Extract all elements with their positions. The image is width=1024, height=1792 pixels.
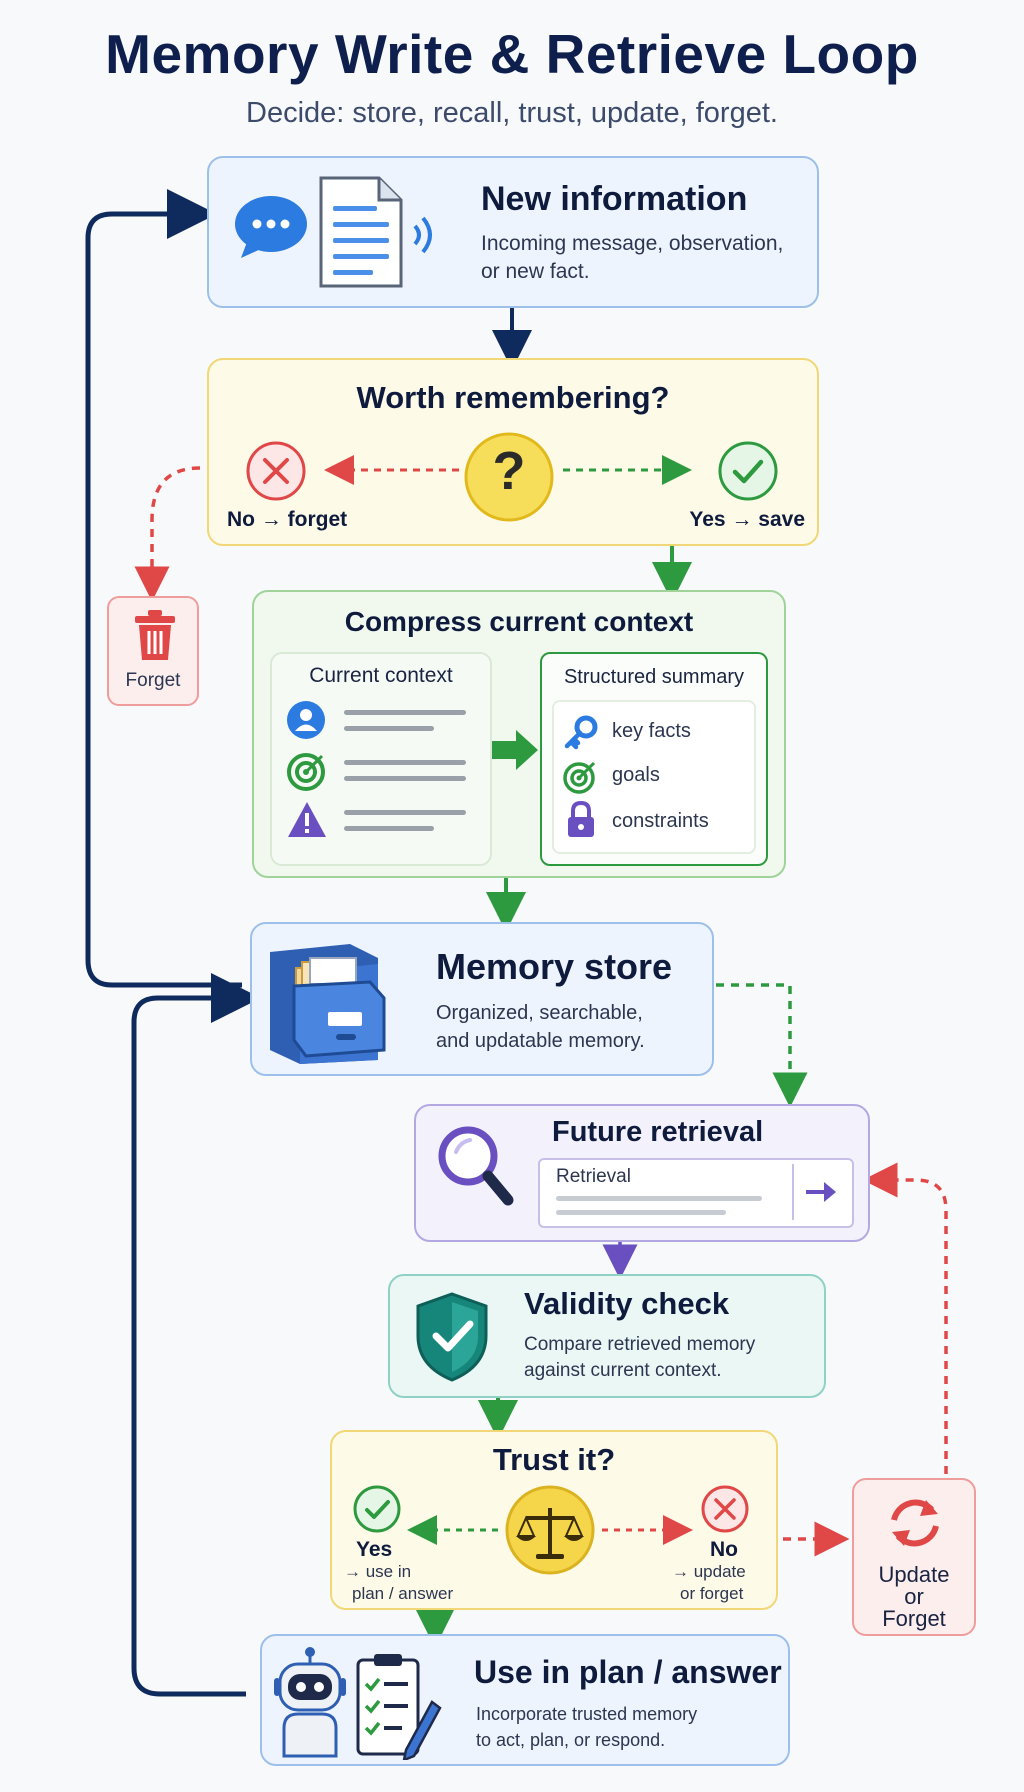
forget-box: Forget [107,596,199,706]
trust-it-title: Trust it? [492,1442,616,1477]
go-arrow-icon[interactable] [802,1176,842,1208]
worth-remembering-title: Worth remembering? [356,380,670,415]
summary-item-constraints: constraints [612,810,709,832]
use-in-plan-desc-1: Incorporate trusted memory [476,1704,698,1724]
future-retrieval-card: Future retrieval Retrieval [414,1104,870,1242]
magnifier-icon [438,1126,514,1206]
no-forget-label: No → forget [227,508,348,531]
validity-check-desc-1: Compare retrieved memory [524,1334,756,1355]
arrow-use-to-store [131,973,261,1697]
key-icon [564,715,598,750]
question-mark: ? [492,441,526,501]
trust-no-label: No [710,1538,738,1561]
refresh-icon [891,1499,939,1547]
current-context-panel: Current context [270,652,492,866]
user-icon [287,701,325,739]
lock-icon [568,800,594,837]
new-information-title: New information [481,180,748,218]
use-in-plan-card: Use in plan / answer Incorporate trusted… [260,1634,790,1766]
trust-no-x-icon [701,1485,749,1533]
trash-icon [135,610,175,660]
trust-yes-check-icon [353,1485,401,1533]
structured-summary-panel: Structured summary key facts goals const… [540,652,768,866]
compress-context-card: Compress current context Current context… [252,590,786,878]
scale-icon [505,1485,595,1575]
compress-context-title: Compress current context [344,606,694,637]
warning-icon [288,802,326,837]
arrow-worth-to-forget [134,466,201,602]
summary-item-key-facts: key facts [612,720,691,742]
trust-no-desc-1: → update [672,1562,746,1581]
page-title: Memory Write & Retrieve Loop [105,23,919,85]
compress-arrow-icon [492,730,538,770]
future-retrieval-title: Future retrieval [552,1116,764,1148]
use-in-plan-title: Use in plan / answer [474,1654,782,1690]
no-x-icon [246,441,306,501]
retrieval-field[interactable]: Retrieval [538,1158,854,1228]
checklist-icon [356,1654,442,1760]
or-label: or [904,1584,924,1609]
trust-no-desc-2: or forget [680,1584,744,1603]
memory-store-desc-1: Organized, searchable, [436,1002,643,1024]
update-or-forget-box: Update or Forget [852,1478,976,1636]
arrow-store-to-retrieval [716,983,808,1108]
filing-cabinet-icon [270,944,386,1064]
current-context-title: Current context [309,664,453,687]
trust-yes-desc-1: → use in [344,1562,412,1581]
trust-yes-desc-2: plan / answer [352,1584,454,1603]
validity-check-desc-2: against current context. [524,1360,722,1381]
update-label: Update [878,1562,950,1587]
memory-store-card: Memory store Organized, searchable, and … [250,922,714,1076]
document-icon [319,176,403,288]
target-icon [287,753,325,791]
yes-save-label: Yes → save [689,508,805,531]
trust-yes-label: Yes [356,1538,393,1561]
question-icon [464,432,554,522]
forget-label: Forget [125,670,181,691]
goal-target-icon [563,761,596,794]
forget-option-label: Forget [882,1606,946,1631]
structured-summary-title: Structured summary [563,666,745,688]
chat-bubble-icon [235,196,307,258]
summary-item-goals: goals [612,764,660,786]
use-in-plan-desc-2: to act, plan, or respond. [476,1730,666,1750]
memory-store-title: Memory store [436,946,673,987]
shield-check-icon [416,1292,488,1382]
new-information-desc-2: or new fact. [481,260,590,283]
robot-icon [274,1647,346,1758]
memory-store-desc-2: and updatable memory. [436,1030,645,1052]
new-information-desc-1: Incoming message, observation, [481,232,784,255]
new-information-card: New information Incoming message, observ… [207,156,819,308]
page-subtitle: Decide: store, recall, trust, update, fo… [246,97,778,129]
signal-waves-icon [413,216,432,254]
yes-check-icon [718,441,778,501]
worth-remembering-card: Worth remembering? ? No → forget Yes → s… [207,358,819,546]
validity-check-title: Validity check [524,1286,730,1321]
arrow-update-to-retrieval [862,1162,948,1474]
validity-check-card: Validity check Compare retrieved memory … [388,1274,826,1398]
retrieval-field-label: Retrieval [556,1166,631,1187]
trust-it-card: Trust it? Yes → use in plan / answer No … [330,1430,778,1610]
